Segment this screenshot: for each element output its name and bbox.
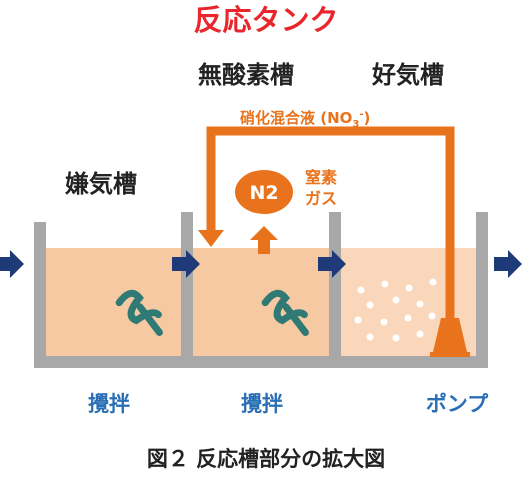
figure-caption: 図２ 反応槽部分の拡大図 <box>147 447 385 471</box>
pump-base <box>430 352 470 357</box>
aeration-bubbles <box>354 278 437 342</box>
flow-arrow-2 <box>318 250 346 278</box>
diagram-title: 反応タンク <box>193 3 338 37</box>
n2-bubble <box>235 170 293 214</box>
mixer-label-2: 攪拌 <box>241 392 283 416</box>
pump-label: ポンプ <box>426 392 489 416</box>
inflow-arrow <box>0 250 24 278</box>
nitrogen-gas-label-2: ガス <box>305 189 337 208</box>
recycle-line <box>198 126 455 318</box>
recycle-label: 硝化混合液 (NO3-) <box>240 109 370 130</box>
mixer-label-1: 攪拌 <box>88 392 130 416</box>
nitrogen-gas-label-1: 窒素 <box>305 168 337 187</box>
label-anaerobic-tank: 嫌気槽 <box>65 170 137 198</box>
anoxic-tank-liquid <box>193 248 329 356</box>
label-aerobic-tank: 好気槽 <box>371 61 444 89</box>
mixer-icon-1 <box>115 289 163 337</box>
outflow-arrow <box>494 250 522 278</box>
n2-label: N2 <box>249 182 278 204</box>
flow-arrow-1 <box>172 250 200 278</box>
label-anoxic-tank: 無酸素槽 <box>198 61 294 89</box>
flow-arrows <box>0 250 522 278</box>
n2-up-arrow <box>250 226 278 254</box>
pump-icon <box>433 318 467 352</box>
tank-walls <box>34 212 488 368</box>
recycle-arrowhead <box>198 230 224 247</box>
mixer-icon-2 <box>261 289 309 337</box>
anaerobic-tank-liquid <box>46 248 181 356</box>
